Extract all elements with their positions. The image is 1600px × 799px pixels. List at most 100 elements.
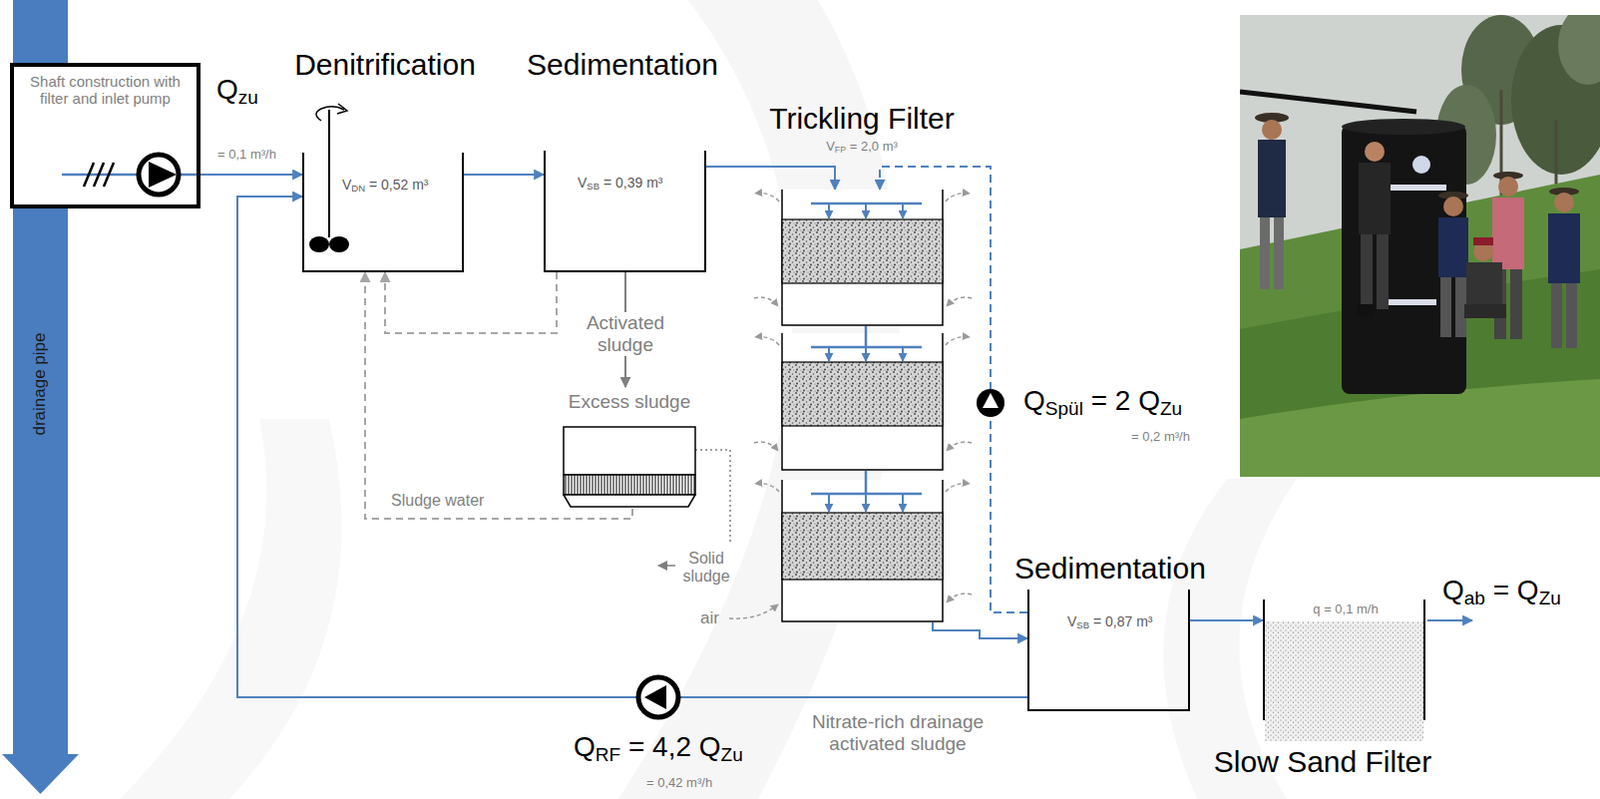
air-arrow [754,441,779,451]
shaft-note: Shaft construction with filter and inlet… [17,72,193,108]
trickling-filter: Trickling FilterVFP = 2,0 m³ [781,189,944,623]
site-photo [1356,304,1375,317]
site-photo [1239,14,1600,477]
site-photo [1239,91,1417,112]
site-photo [1358,162,1391,235]
trickling-filter-shape [827,347,830,362]
drainage-pipe-arrow [1,754,79,795]
slow-sand-filter-shape [1264,599,1424,719]
pump-symbol [638,677,679,718]
trickling-filter-shape [864,347,867,362]
outflow-arrow [1427,619,1473,622]
site-photo [1257,139,1286,218]
trickling-filter-shape [901,203,904,219]
watermark [119,0,1297,799]
excess-sludge-box-shape [563,494,696,507]
trickling-filter-shape [781,189,944,623]
site-photo [1498,176,1519,197]
flow-value: = 0,1 m³/h [217,147,277,163]
site-photo [1412,155,1431,174]
pump-symbol [644,685,667,710]
flow-connector [463,173,544,176]
air-arrow [945,483,970,492]
flow-value: = 0,42 m³/h [646,776,713,792]
air-arrow [755,483,780,492]
flow-connector [200,173,303,176]
mixer-symbol [337,103,348,114]
air-arrow [729,193,972,620]
trickling-filter-shape [901,347,904,362]
site-photo [1466,262,1503,305]
shaft-box-shape [13,144,197,205]
stream-label: Solid sludge [678,549,735,587]
trickling-filter-shape [782,512,943,580]
site-photo [1492,197,1525,270]
air-arrow [946,297,972,307]
outflow-arrow [1427,620,1473,622]
air-label: air [700,608,720,629]
trickling-filter-shape [901,493,904,512]
filter-title: Trickling Filter [769,101,955,137]
air-arrow [946,593,972,603]
flow-value: = 0,2 m³/h [1131,429,1191,445]
site-photo [1376,234,1389,310]
stream-label: Nitrate-rich drainage activated sludge [788,711,1008,756]
flow-connector [706,166,835,190]
site-photo [1510,269,1523,340]
site-photo [1566,283,1578,349]
volume-label: VSB = 0,39 m³ [577,174,663,193]
site-photo [1341,118,1466,135]
site-photo [1273,217,1284,290]
subscript: zu [238,86,259,108]
subscript: Zu [1160,398,1183,419]
site-photo [1443,196,1464,217]
shaft-box-shape [83,162,114,187]
solid-sludge-line [658,564,676,567]
site-photo [1259,217,1270,290]
trickling-filter-shape [782,189,943,326]
subscript: Spül [1045,398,1084,419]
denitrification-tank: DenitrificationVDN = 0,52 m³ [302,152,464,273]
trickling-filter-shape [864,493,867,512]
subscript: SB [1076,619,1090,631]
shaft-box: Shaft construction with filter and inlet… [9,62,201,209]
edge-label: Activated sludge [580,312,671,357]
site-photo [1438,217,1469,278]
air-arrow [755,193,780,202]
trickling-filter-shape [827,493,830,512]
site-photo [1551,283,1563,349]
trickling-filter-shape [864,203,867,219]
mixer-symbol [329,236,350,253]
subscript: RF [595,744,621,766]
air-arrow [755,337,780,346]
stream-label: Sludge water [391,491,484,510]
trickling-filter-shape [782,333,943,470]
trickling-filter-shape [864,470,868,494]
flow-label: Qab = QZu [1442,574,1562,610]
flow-connector [1190,619,1263,622]
pump-symbol [638,677,679,718]
subscript: Zu [721,744,744,766]
excess-sludge-box-shape [563,426,696,475]
air-arrow [754,297,779,307]
box-title: Excess sludge [568,391,692,413]
volume-label: VSB = 0,87 m³ [1067,613,1153,632]
filter-title: Slow Sand Filter [1213,745,1432,781]
pump-symbol [982,393,999,408]
volume-label: VFP = 2,0 m³ [825,139,898,155]
flow-label: QRF = 4,2 QZu [573,731,744,767]
subscript: FP [834,144,846,155]
trickling-filter-shape [782,219,943,284]
flow-connector [385,272,557,334]
flow-label: Qzu [216,73,259,109]
tank-title: Sedimentation [526,47,719,83]
site-photo [1386,184,1447,191]
subscript: ab [1464,587,1486,609]
site-photo [1364,141,1385,162]
tank-title: Denitrification [294,47,476,83]
mixer-symbol [309,236,330,253]
sedimentation-tank: SedimentationVSB = 0,87 m³ [1027,589,1191,712]
volume-label: VDN = 0,52 m³ [342,176,429,195]
trickling-filter-shape [782,479,943,622]
excess-sludge-box-shape [563,474,696,495]
